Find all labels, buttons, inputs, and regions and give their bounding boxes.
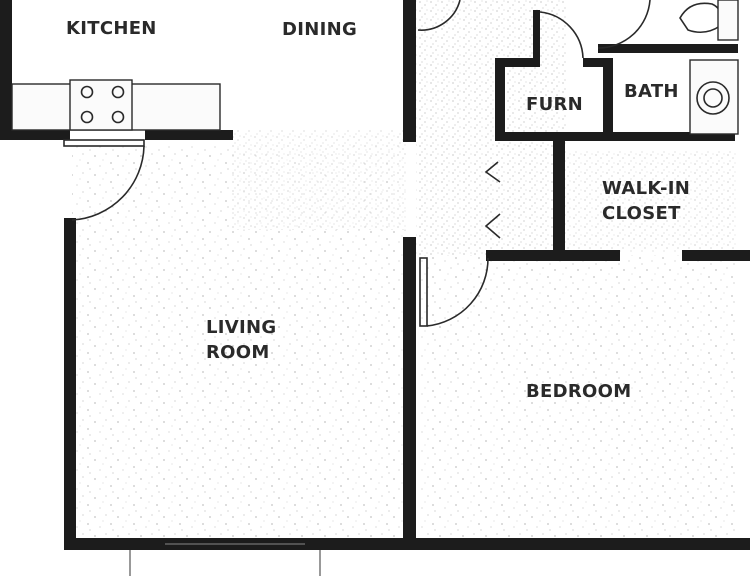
walkin-closet-label-line1: WALK-IN [602,178,690,199]
walkin-closet-label-line2: CLOSET [602,203,681,224]
living-room-label-line2: ROOM [206,342,270,363]
stove [69,79,133,131]
living-room-label-line1: LIVING [206,317,276,338]
furn-label: FURN [526,94,583,115]
doors [63,0,651,327]
dining-label: DINING [282,19,357,40]
bedroom-label: BEDROOM [526,381,631,402]
burner [111,85,125,99]
exterior-lines [129,543,321,576]
kitchen-counter [11,79,221,131]
burner [80,85,94,99]
walls [0,0,750,550]
bath-fixtures [679,0,739,135]
burner [80,110,94,124]
sink [696,81,730,115]
floor-texture [72,0,738,540]
burner [111,110,125,124]
bath-label: BATH [624,81,679,102]
toilet [679,2,723,34]
vanity [689,59,739,135]
kitchen-label: KITCHEN [66,18,157,39]
